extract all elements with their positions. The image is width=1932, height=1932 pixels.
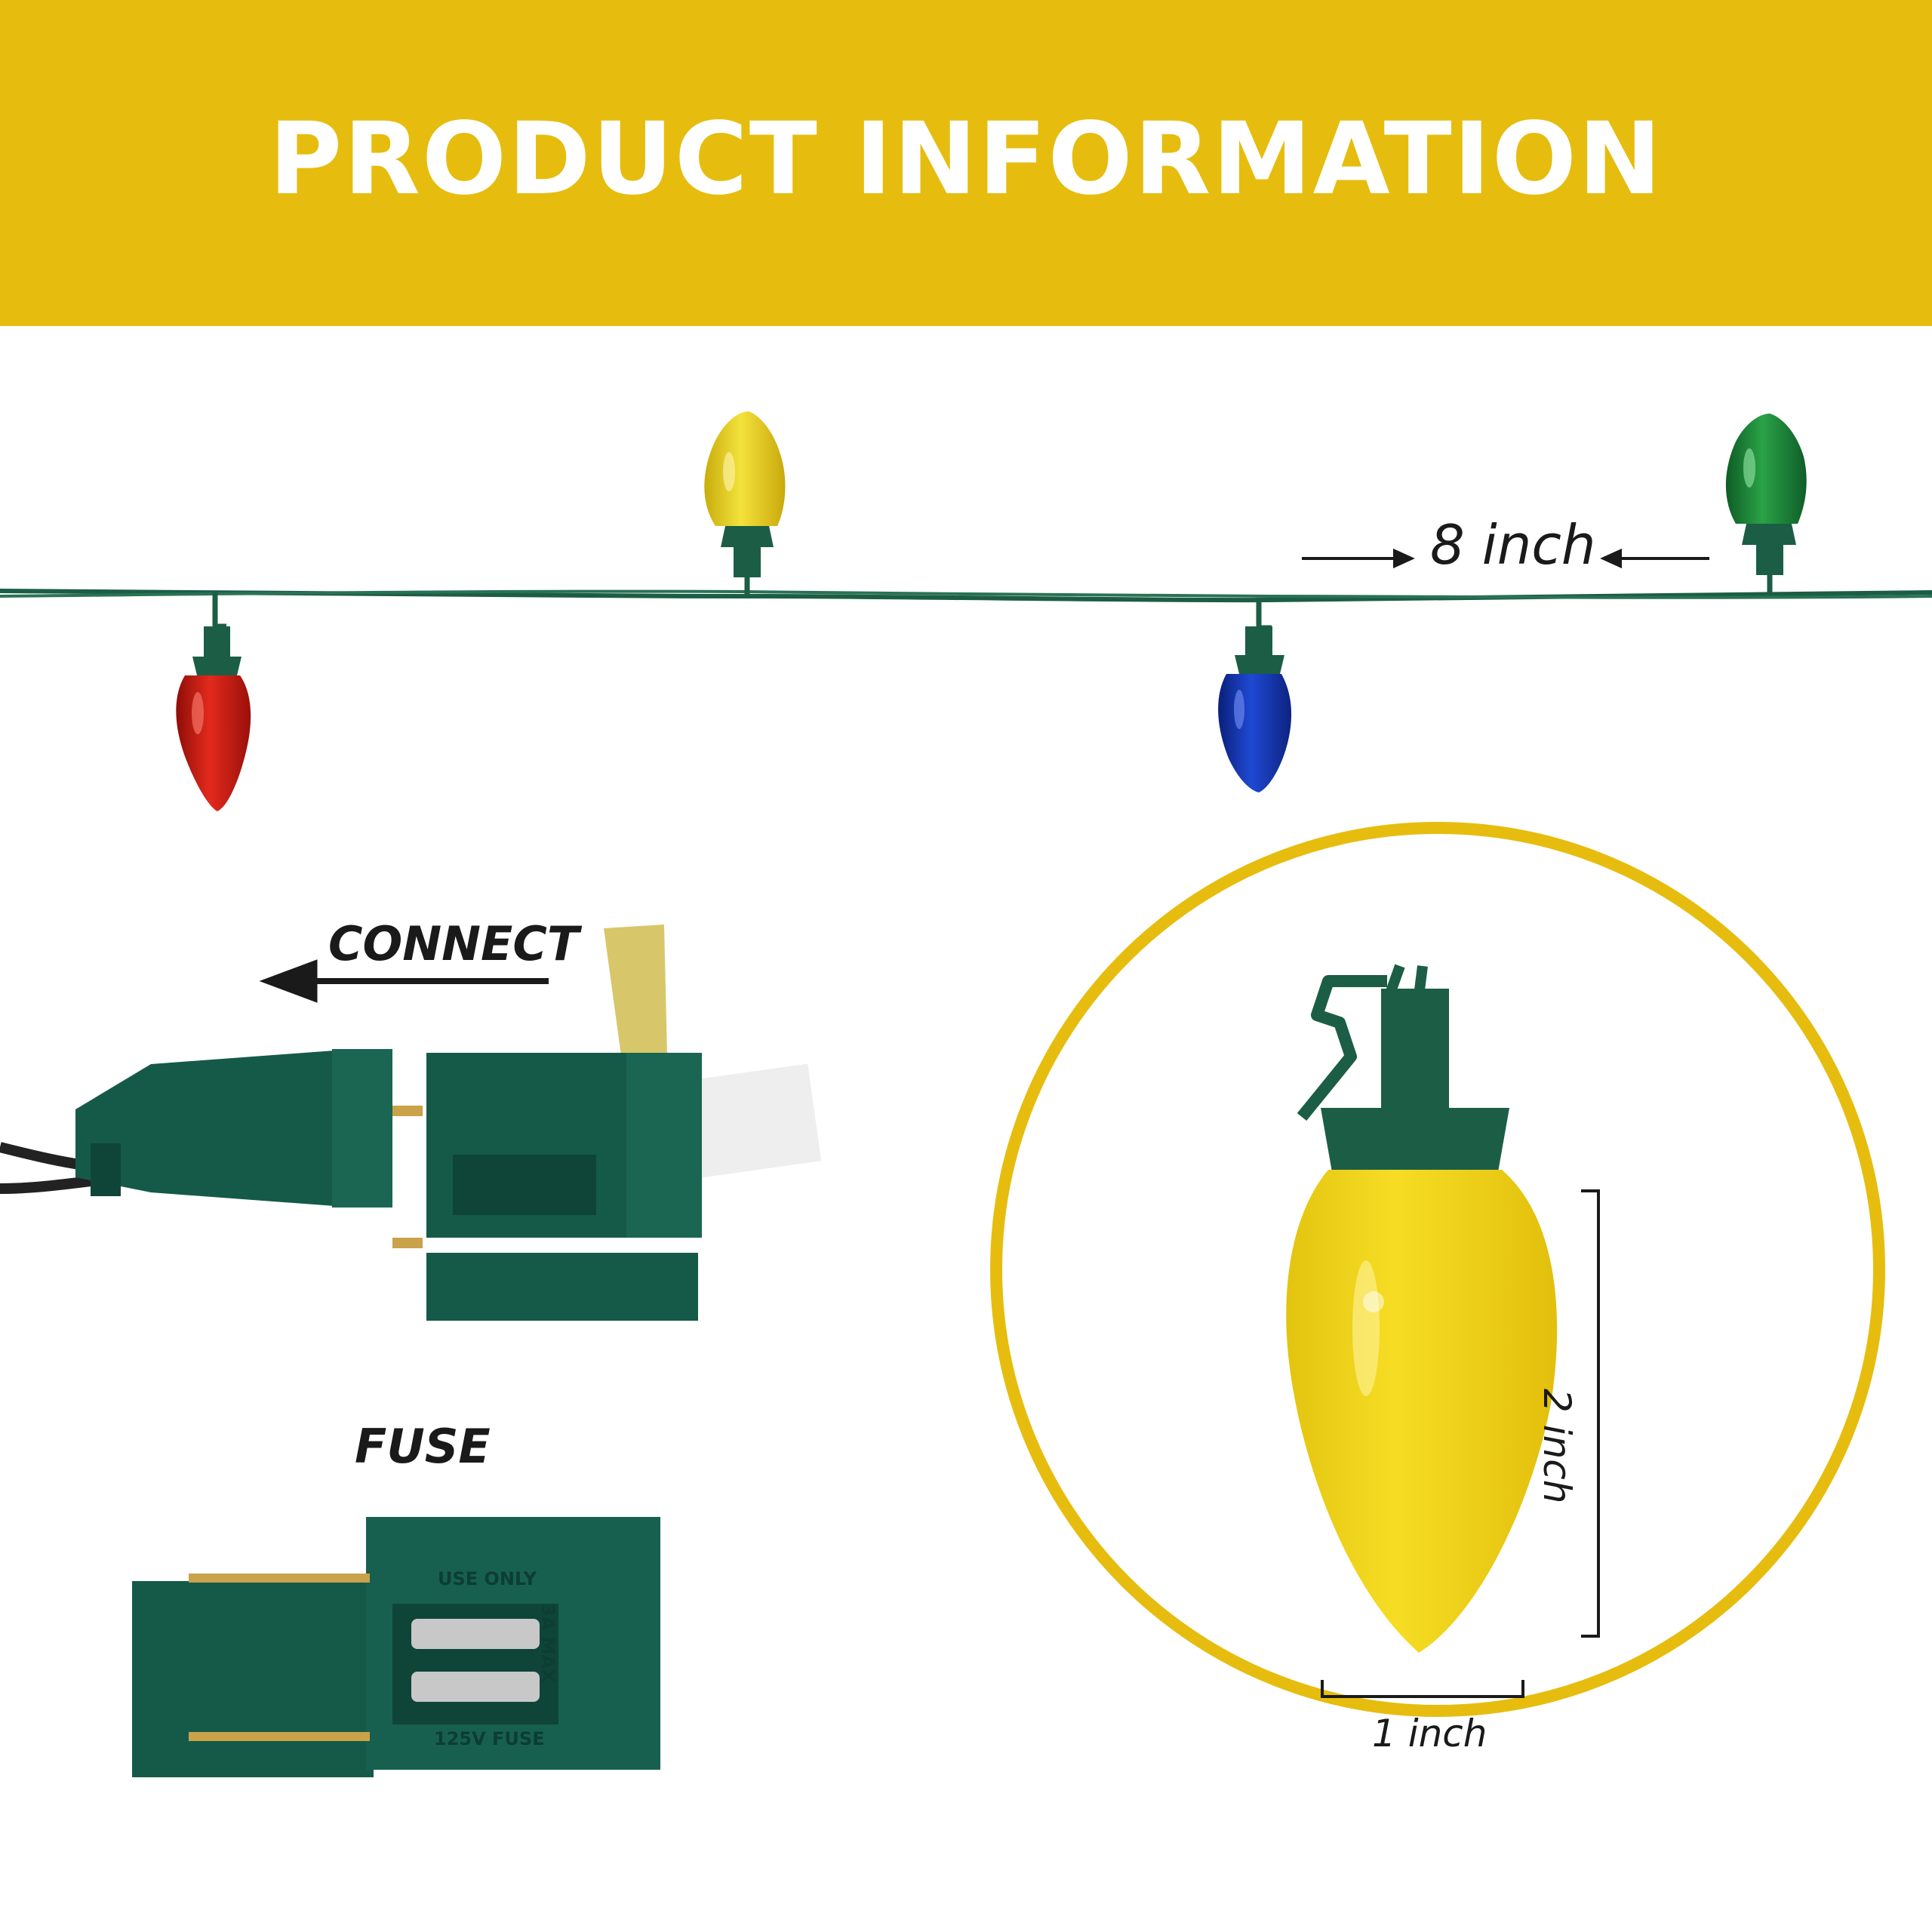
plug-text-amp: 3A MAX [537, 1604, 558, 1683]
red-bulb [176, 592, 251, 811]
bulb-detail [990, 822, 1885, 1717]
bulb-width-label: 1 inch [1372, 1712, 1487, 1755]
connect-label: CONNECT [328, 916, 580, 971]
blue-bulb [1218, 598, 1292, 792]
yellow-bulb-large [1286, 1170, 1558, 1653]
spacing-label: 8 inch [1430, 513, 1596, 577]
page-title: PRODUCT INFORMATION [269, 101, 1663, 217]
fuse-top [411, 1619, 540, 1649]
fuse-label: FUSE [355, 1419, 491, 1474]
fuse-bottom [411, 1672, 540, 1702]
connector-assembly [0, 924, 822, 1777]
male-plug [75, 1049, 392, 1208]
plug-text-use-only: USE ONLY [438, 1568, 537, 1589]
connect-arrow [259, 959, 549, 1003]
spacing-dimension [1302, 548, 1709, 569]
light-wire [0, 589, 1932, 603]
green-bulb [1725, 414, 1807, 595]
plug-text-fuse: 125V FUSE [434, 1728, 545, 1749]
height-dimension [1581, 1189, 1600, 1638]
yellow-bulb [704, 411, 786, 596]
bulb-socket [1381, 989, 1449, 1109]
header-banner: PRODUCT INFORMATION [0, 0, 1932, 326]
fuse-plug [132, 1581, 374, 1777]
width-dimension [1321, 1680, 1524, 1698]
bulb-height-label: 2 inch [1535, 1389, 1579, 1504]
